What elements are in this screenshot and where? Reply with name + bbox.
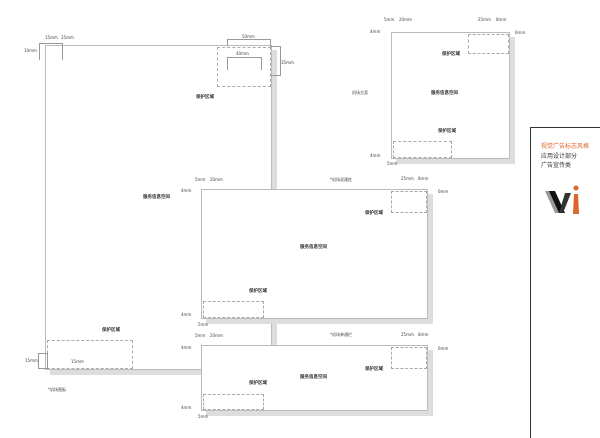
dim-label: 25mm xyxy=(401,332,414,337)
protect-zone xyxy=(468,34,509,54)
dim-label: 6mm xyxy=(515,30,526,35)
panel-single-bar xyxy=(201,345,428,411)
dimension-bracket xyxy=(38,353,48,369)
dim-label: 6mm xyxy=(438,189,449,194)
service-label: 服务信息空间 xyxy=(143,195,170,200)
protect-label: 保护区域 xyxy=(442,52,460,57)
service-label: 服务信息空间 xyxy=(431,91,458,96)
dim-label: 10mm xyxy=(24,48,37,53)
dimension-bracket xyxy=(39,43,63,60)
protect-zone xyxy=(391,347,427,369)
dim-label: 15mm xyxy=(71,359,84,364)
protect-zone xyxy=(393,141,452,158)
dim-label: 4mm xyxy=(181,405,192,410)
service-label: 服务信息空间 xyxy=(300,245,327,250)
dim-label: 25mm xyxy=(61,35,74,40)
dim-label: 50mm xyxy=(242,34,255,39)
protect-zone xyxy=(203,301,264,318)
dimension-bracket xyxy=(227,39,271,46)
dim-label: 20mm xyxy=(210,177,223,182)
dim-label: 5mm xyxy=(195,333,206,338)
dim-label: 8mm xyxy=(418,332,429,337)
panel-caption: *机场单通栏 xyxy=(330,332,352,337)
protect-zone xyxy=(47,340,133,369)
brand-title: 视觉广告标志风格 xyxy=(541,143,590,150)
brand-category: 广告宣传类 xyxy=(541,162,572,169)
dim-label: 20mm xyxy=(399,17,412,22)
protect-zone xyxy=(391,191,427,213)
dim-label: 4mm xyxy=(370,29,381,34)
dim-label: 20mm xyxy=(210,333,223,338)
brand-subtitle: 应用设计部分 xyxy=(541,153,578,160)
panel-double-column xyxy=(201,189,428,319)
dim-label: 25mm xyxy=(478,17,491,22)
dim-label: 5mm xyxy=(195,177,206,182)
protect-label: 保护区域 xyxy=(365,367,383,372)
protect-label: 保护区域 xyxy=(249,289,267,294)
dim-label: 5mm xyxy=(387,161,398,166)
dim-label: 4mm xyxy=(181,345,192,350)
dim-label: 5mm xyxy=(198,322,209,327)
dim-label: 25mm xyxy=(401,176,414,181)
protect-zone xyxy=(203,394,264,410)
protect-label: 保护区域 xyxy=(196,95,214,100)
protect-label: 保护区域 xyxy=(365,211,383,216)
dim-label: 35mm xyxy=(281,60,294,65)
dim-label: 40mm xyxy=(236,51,249,56)
service-label: 服务信息空间 xyxy=(300,375,327,380)
panel-caption: *机场双通柱 xyxy=(330,177,352,182)
dim-label: 5mm xyxy=(384,17,395,22)
dimension-bracket xyxy=(270,46,281,76)
protect-label: 保护区域 xyxy=(438,129,456,134)
dim-label: 15mm xyxy=(45,35,58,40)
dimension-bracket xyxy=(227,57,262,70)
dim-label: 4mm xyxy=(181,312,192,317)
dim-label: 15mm xyxy=(25,358,38,363)
dim-label: 4mm xyxy=(181,188,192,193)
panel-caption: *机场围板 xyxy=(48,387,66,392)
dim-label: 8mm xyxy=(496,17,507,22)
dim-label: 4mm xyxy=(370,153,381,158)
protect-label: 保护区域 xyxy=(249,381,267,386)
dim-label: 5mm xyxy=(198,414,209,419)
vi-logo-icon xyxy=(545,185,579,214)
brand-card: 视觉广告标志风格 应用设计部分 广告宣传类 xyxy=(530,127,600,438)
panel-caption: 机场方案 xyxy=(352,90,368,95)
dim-label: 6mm xyxy=(438,346,449,351)
protect-label: 保护区域 xyxy=(102,328,120,333)
dim-label: 8mm xyxy=(418,176,429,181)
protect-zone xyxy=(217,47,271,87)
